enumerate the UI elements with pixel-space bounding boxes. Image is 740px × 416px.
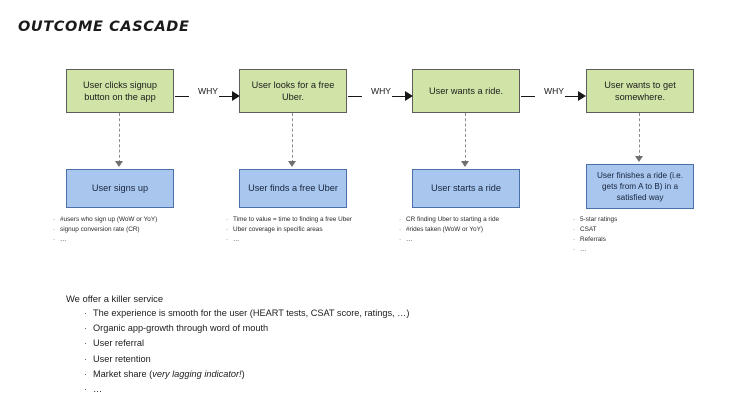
metric-box-0[interactable]: User signs up <box>66 169 174 208</box>
metric-text: … <box>406 235 413 243</box>
list-item: · … <box>399 235 535 244</box>
list-item: · 5-star ratings <box>573 215 709 224</box>
list-item: · signup conversion rate (CR) <box>53 225 189 234</box>
metric-text: CSAT <box>580 225 597 233</box>
outcome-box-3[interactable]: User wants to get somewhere. <box>586 69 694 113</box>
metric-text: … <box>580 245 587 253</box>
metric-text: #users who sign up (WoW or YoY) <box>60 216 158 223</box>
summary-item-emphasis: very lagging indicator! <box>152 368 242 379</box>
summary-item-text-after: ) <box>241 368 245 379</box>
list-item: · Time to value = time to finding a free… <box>226 215 362 224</box>
metric-list-1: · Time to value = time to finding a free… <box>226 215 362 245</box>
summary-heading: We offer a killer service <box>66 293 164 304</box>
why-label-0: WHY <box>197 86 219 96</box>
list-item: · #users who sign up (WoW or YoY) <box>53 215 189 224</box>
arrow-line-right <box>565 96 579 97</box>
why-arrow-1: WHY <box>348 86 413 102</box>
why-label-2: WHY <box>543 86 565 96</box>
metric-box-3[interactable]: User finishes a ride (i.e. gets from A t… <box>586 164 694 209</box>
arrow-head-icon <box>578 91 586 102</box>
metric-text: Uber coverage in specific areas <box>233 225 323 233</box>
metric-text: CR finding Uber to starting a ride <box>406 216 500 223</box>
dashed-connector-1 <box>292 113 293 163</box>
bullet-glyph: · <box>573 216 576 223</box>
metric-text: … <box>233 235 240 243</box>
summary-item-text: Market share ( <box>93 368 153 379</box>
list-item: · … <box>66 383 496 396</box>
bullet-glyph: · <box>226 216 229 223</box>
bullet-glyph: · <box>573 245 576 253</box>
list-item: · The experience is smooth for the user … <box>66 307 496 320</box>
outcome-box-2[interactable]: User wants a ride. <box>412 69 520 113</box>
metric-list-3: · 5-star ratings · CSAT · Referrals · … <box>573 215 709 255</box>
why-arrow-2: WHY <box>521 86 586 102</box>
list-item: · CSAT <box>573 225 709 234</box>
summary-item-text: … <box>93 383 103 394</box>
bullet-glyph: · <box>573 225 576 233</box>
arrow-line-right <box>392 96 406 97</box>
arrow-head-icon <box>232 91 240 102</box>
bullet-glyph: · <box>84 308 88 318</box>
arrow-line-left <box>175 96 189 97</box>
outcome-box-1[interactable]: User looks for a free Uber. <box>239 69 347 113</box>
summary-block: We offer a killer service · The experien… <box>66 292 496 398</box>
down-arrow-icon-1 <box>288 161 296 167</box>
arrow-head-icon <box>405 91 413 102</box>
list-item: · #rides taken (WoW or YoY) <box>399 225 535 234</box>
metric-text: … <box>60 235 67 243</box>
summary-list: · The experience is smooth for the user … <box>66 307 496 396</box>
arrow-line-left <box>521 96 535 97</box>
bullet-glyph: · <box>399 225 402 233</box>
metric-text: #rides taken (WoW or YoY) <box>406 225 483 233</box>
metric-list-0: · #users who sign up (WoW or YoY) · sign… <box>53 215 189 245</box>
bullet-glyph: · <box>84 338 88 349</box>
metric-box-1[interactable]: User finds a free Uber <box>239 169 347 208</box>
summary-item-text: The experience is smooth for the user (H… <box>93 308 410 318</box>
dashed-connector-0 <box>119 113 120 163</box>
why-arrow-0: WHY <box>175 86 240 102</box>
metric-text: Time to value = time to finding a free U… <box>233 216 352 223</box>
why-label-1: WHY <box>370 86 392 96</box>
list-item: · Market share (very lagging indicator!) <box>66 368 496 381</box>
summary-item-text: Organic app-growth through word of mouth <box>93 323 269 334</box>
bullet-glyph: · <box>53 225 56 233</box>
list-item: · Organic app-growth through word of mou… <box>66 322 496 335</box>
arrow-line-right <box>219 96 233 97</box>
list-item: · Referrals <box>573 235 709 244</box>
bullet-glyph: · <box>84 323 88 334</box>
dashed-connector-2 <box>465 113 466 163</box>
bullet-glyph: · <box>53 216 56 223</box>
outcome-box-0[interactable]: User clicks signup button on the app <box>66 69 174 113</box>
bullet-glyph: · <box>84 383 88 394</box>
list-item: · Uber coverage in specific areas <box>226 225 362 234</box>
bullet-glyph: · <box>226 235 229 243</box>
bullet-glyph: · <box>53 235 56 243</box>
bullet-glyph: · <box>226 225 229 233</box>
metric-text: 5-star ratings <box>580 216 618 223</box>
bullet-glyph: · <box>84 353 88 364</box>
list-item: · CR finding Uber to starting a ride <box>399 215 535 224</box>
list-item: · User referral <box>66 337 496 350</box>
bullet-glyph: · <box>84 368 88 379</box>
page-title: OUTCOME CASCADE <box>18 19 190 35</box>
metric-text: Referrals <box>580 235 606 243</box>
down-arrow-icon-3 <box>635 156 643 162</box>
metric-text: signup conversion rate (CR) <box>60 225 140 233</box>
down-arrow-icon-0 <box>115 161 123 167</box>
summary-item-text: User referral <box>93 338 145 349</box>
bullet-glyph: · <box>573 235 576 243</box>
dashed-connector-3 <box>639 113 640 158</box>
summary-item-market-share: Market share (very lagging indicator!) <box>93 368 496 381</box>
down-arrow-icon-2 <box>461 161 469 167</box>
list-item: · … <box>573 245 709 254</box>
list-item: · … <box>53 235 189 244</box>
list-item: · … <box>226 235 362 244</box>
summary-item-text: User retention <box>93 353 151 364</box>
metric-box-2[interactable]: User starts a ride <box>412 169 520 208</box>
bullet-glyph: · <box>399 216 402 223</box>
metric-list-2: · CR finding Uber to starting a ride · #… <box>399 215 535 245</box>
arrow-line-left <box>348 96 362 97</box>
bullet-glyph: · <box>399 235 402 243</box>
list-item: · User retention <box>66 353 496 366</box>
